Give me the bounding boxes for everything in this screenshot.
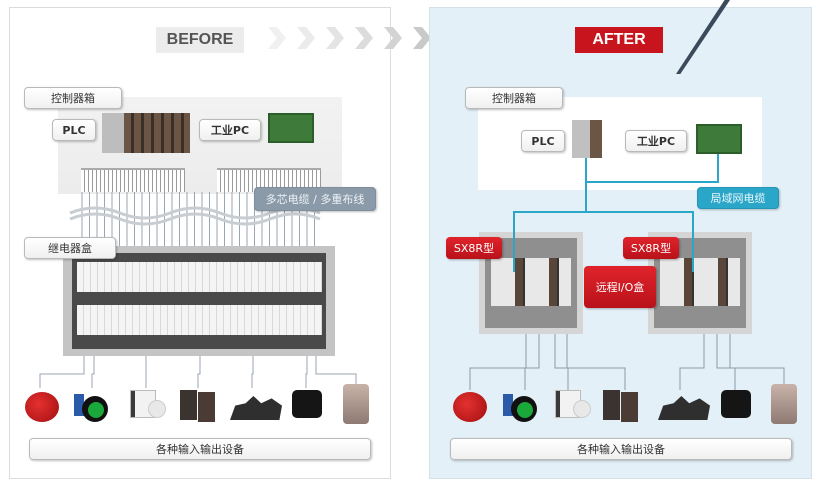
chevron-icon [413, 27, 431, 49]
after-plc-label: PLC [521, 130, 565, 152]
sx8r-left-tag: SX8R型 [446, 237, 502, 259]
after-control-box-label: 控制器箱 [465, 87, 563, 109]
chevron-icon [384, 27, 402, 49]
round-sensor-icon [343, 384, 369, 424]
black-sensor-icon [721, 390, 751, 418]
white-sensor-icon [130, 390, 166, 422]
chevron-icon [355, 27, 373, 49]
device-wire [469, 334, 527, 390]
before-terminal-block-left [81, 168, 185, 192]
round-sensor-icon [771, 384, 797, 424]
before-control-box-label: 控制器箱 [24, 87, 122, 109]
sx8r-right-tag: SX8R型 [623, 237, 679, 259]
before-plc-image [102, 113, 190, 153]
chevron-icon [326, 27, 344, 49]
white-sensor-icon [555, 390, 591, 422]
remote-io-label: 远程I/O盒 [584, 266, 656, 308]
chevron-icon [268, 27, 286, 49]
relay-row-bottom [77, 305, 322, 335]
chevron-icon [297, 27, 315, 49]
after-banner: AFTER [575, 27, 663, 53]
red-beacon-icon [25, 392, 59, 422]
after-ipc-image [696, 124, 742, 154]
black-sensor-icon [292, 390, 322, 418]
device-wire [729, 334, 785, 390]
before-ipc-label: 工业PC [199, 119, 261, 141]
device-wire [566, 334, 626, 390]
device-wire [524, 334, 540, 390]
before-devices-label: 各种输入输出设备 [29, 438, 371, 460]
after-plc-image [572, 120, 602, 158]
photoelectric-sensor-icon [180, 390, 216, 422]
after-devices-label: 各种输入输出设备 [450, 438, 792, 460]
red-beacon-icon [453, 392, 487, 422]
green-pushbutton-icon [74, 392, 110, 422]
photoelectric-sensor-icon [603, 390, 639, 422]
after-ipc-label: 工业PC [625, 130, 687, 152]
relay-box-label: 继电器盒 [24, 237, 116, 259]
cable-label: 多芯电缆 / 多重布线 [254, 187, 376, 211]
lan-cable-label: 局域网电缆 [697, 187, 779, 209]
device-wire [554, 334, 569, 390]
device-wire [679, 334, 705, 390]
lan-cable [513, 154, 719, 272]
before-ipc-image [268, 113, 314, 143]
device-wire [716, 334, 736, 390]
before-plc-label: PLC [52, 119, 96, 141]
relay-row-top [77, 262, 322, 292]
green-pushbutton-icon [503, 392, 539, 422]
before-banner: BEFORE [156, 27, 244, 53]
